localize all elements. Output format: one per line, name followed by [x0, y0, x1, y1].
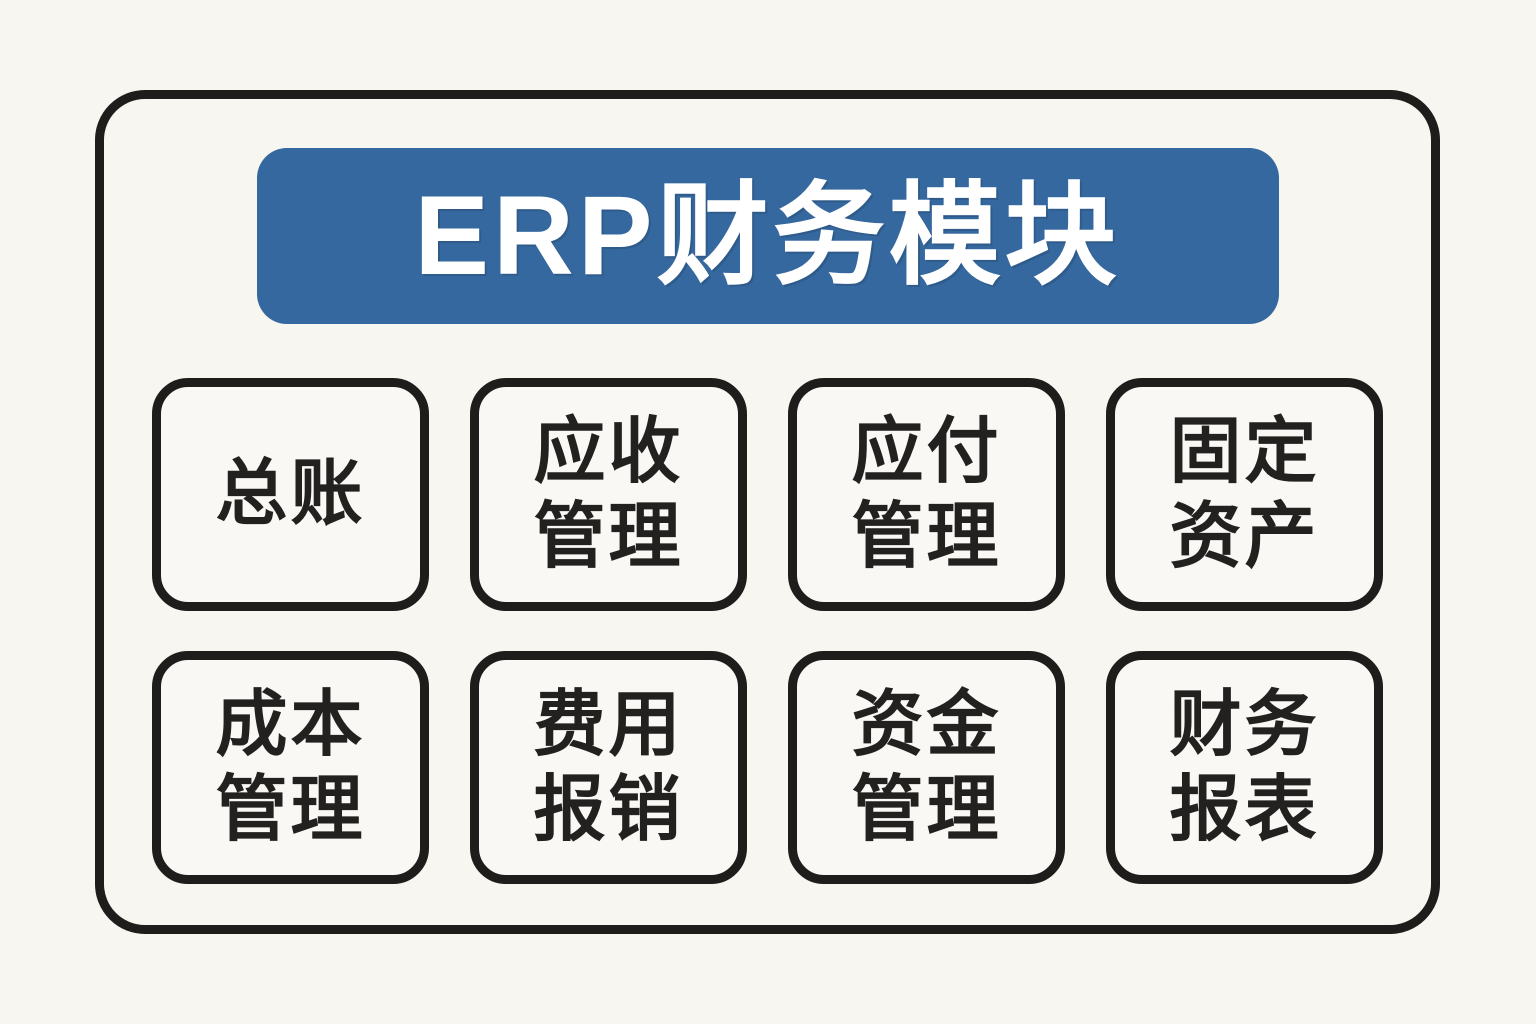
module-cost-management: 成本 管理 — [152, 651, 429, 884]
module-accounts-payable: 应付 管理 — [788, 378, 1065, 611]
module-label: 应收 管理 — [533, 411, 684, 577]
module-label: 总账 — [215, 454, 366, 535]
module-expense-reimbursement: 费用 报销 — [470, 651, 747, 884]
module-financial-reports: 财务 报表 — [1106, 651, 1383, 884]
module-fixed-assets: 固定 资产 — [1106, 378, 1383, 611]
module-cash-management: 资金 管理 — [788, 651, 1065, 884]
module-grid: 总账 应收 管理 应付 管理 固定 资产 成本 管理 费用 报销 资金 管理 财… — [152, 378, 1383, 884]
module-label: 资金 管理 — [851, 684, 1002, 850]
title-banner: ERP财务模块 — [256, 148, 1279, 324]
module-general-ledger: 总账 — [152, 378, 429, 611]
module-accounts-receivable: 应收 管理 — [470, 378, 747, 611]
erp-finance-panel: ERP财务模块 总账 应收 管理 应付 管理 固定 资产 成本 管理 费用 报销… — [95, 90, 1440, 934]
module-label: 固定 资产 — [1169, 411, 1320, 577]
module-label: 费用 报销 — [533, 684, 684, 850]
module-label: 成本 管理 — [215, 684, 366, 850]
module-label: 应付 管理 — [851, 411, 1002, 577]
module-label: 财务 报表 — [1169, 684, 1320, 850]
page-title: ERP财务模块 — [414, 173, 1121, 298]
